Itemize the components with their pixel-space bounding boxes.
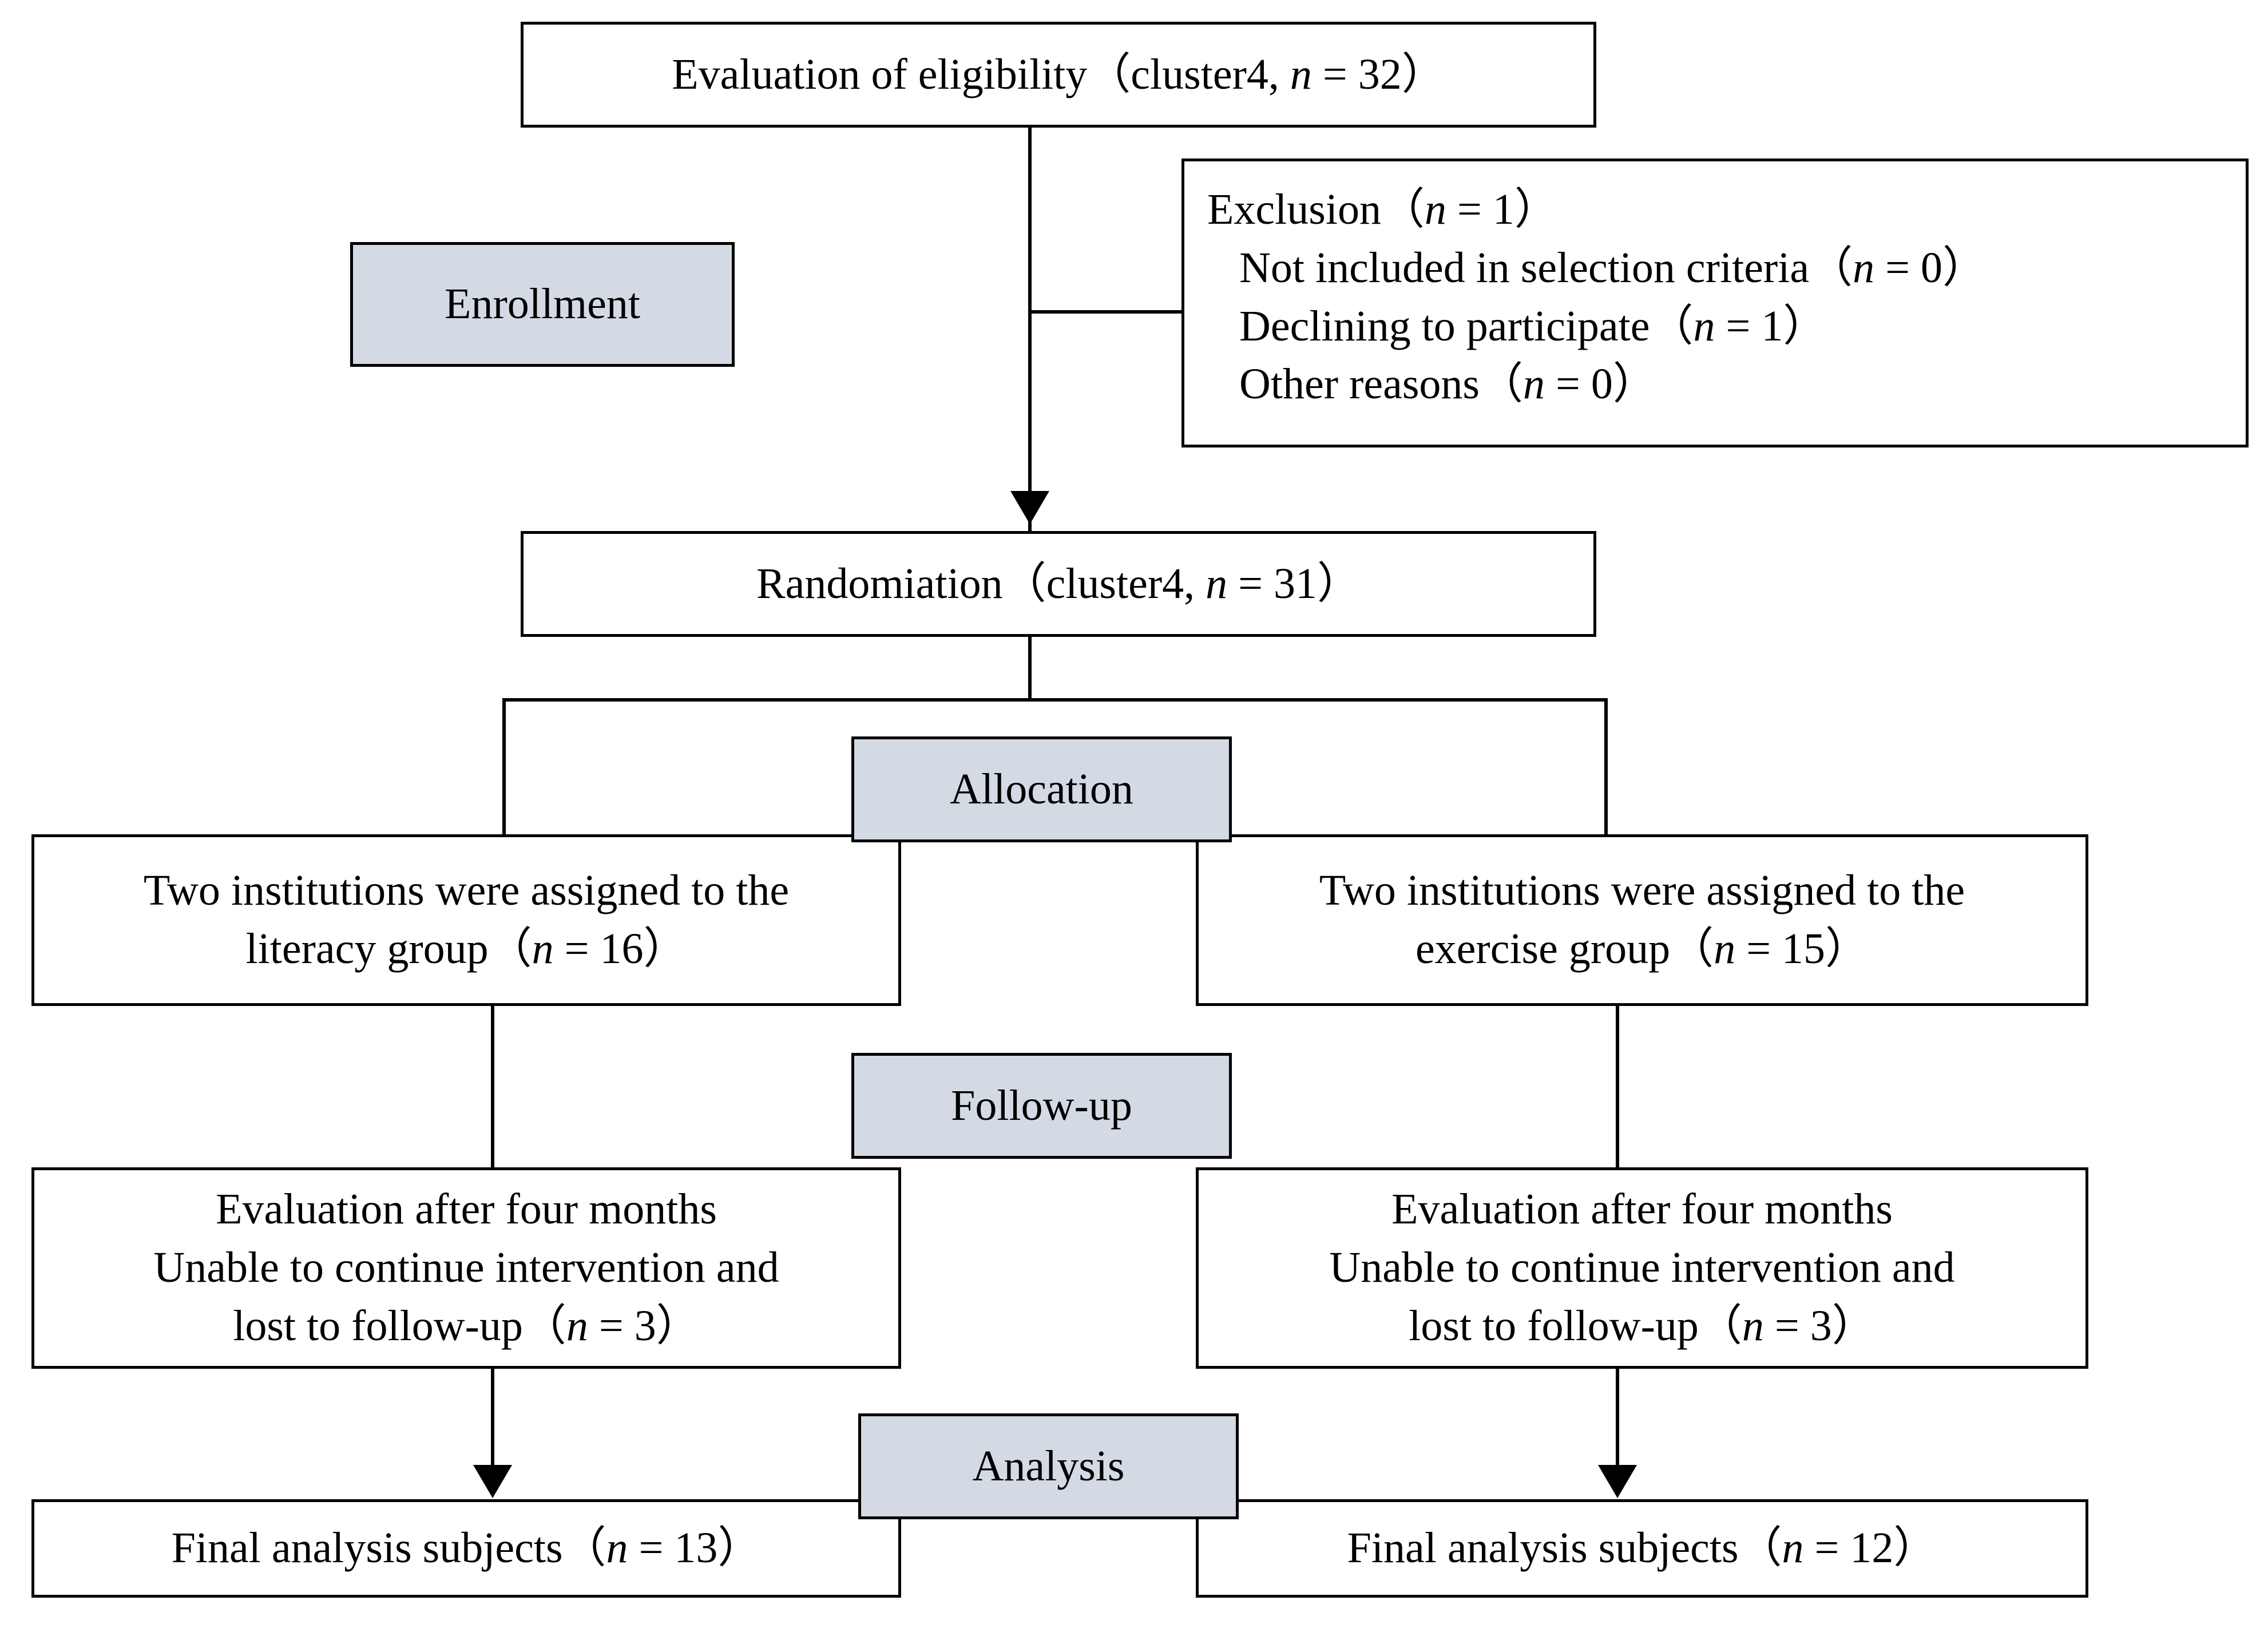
node-eligibility[interactable]: Evaluation of eligibility（cluster4, n = … <box>521 22 1596 128</box>
node-followup-literacy[interactable]: Evaluation after four months Unable to c… <box>31 1167 901 1369</box>
followup-left-line3: lost to follow-up（n = 3） <box>233 1301 700 1350</box>
node-allocation-literacy[interactable]: Two institutions were assigned to the li… <box>31 834 901 1006</box>
connector-allocation-split <box>502 698 1608 702</box>
arrowhead-to-analysis-right <box>1598 1465 1637 1498</box>
connector-followup-right-to-analysis <box>1616 1368 1619 1491</box>
stage-label-allocation: Allocation <box>851 736 1232 842</box>
node-followup-literacy-label: Evaluation after four months Unable to c… <box>34 1181 898 1355</box>
stage-label-followup: Follow-up <box>851 1053 1232 1159</box>
node-exclusion[interactable]: Exclusion（n = 1） Not included in selecti… <box>1181 159 2249 447</box>
connector-split-right-leg <box>1604 698 1608 835</box>
node-analysis-exercise[interactable]: Final analysis subjects（n = 12） <box>1196 1499 2088 1598</box>
connector-followup-left-to-analysis <box>491 1368 494 1491</box>
node-allocation-exercise[interactable]: Two institutions were assigned to the ex… <box>1196 834 2088 1006</box>
node-randomization[interactable]: Randomiation（cluster4, n = 31） <box>521 531 1596 637</box>
node-eligibility-label: Evaluation of eligibility（cluster4, n = … <box>672 50 1445 98</box>
node-exclusion-content: Exclusion（n = 1） Not included in selecti… <box>1184 161 2246 414</box>
stage-label-analysis: Analysis <box>858 1413 1239 1519</box>
connector-eligibility-to-exclusion <box>1028 310 1183 314</box>
node-analysis-literacy-label: Final analysis subjects（n = 13） <box>171 1524 762 1572</box>
stage-label-followup-text: Follow-up <box>951 1081 1132 1130</box>
stage-label-enrollment-text: Enrollment <box>445 280 640 328</box>
node-followup-exercise[interactable]: Evaluation after four months Unable to c… <box>1196 1167 2088 1369</box>
connector-split-left-leg <box>502 698 506 835</box>
exclusion-heading: Exclusion（n = 1） <box>1207 185 1558 233</box>
stage-label-analysis-text: Analysis <box>972 1441 1125 1490</box>
connector-allocation-left-to-followup <box>491 1005 494 1174</box>
followup-left-line2: Unable to continue intervention and <box>153 1243 779 1292</box>
followup-right-line3: lost to follow-up（n = 3） <box>1409 1301 1876 1350</box>
connector-eligibility-down <box>1028 125 1032 603</box>
stage-label-enrollment: Enrollment <box>350 242 735 367</box>
exclusion-reason-1: Declining to participate（n = 1） <box>1239 302 1827 350</box>
connector-allocation-right-to-followup <box>1616 1005 1619 1174</box>
arrowhead-to-randomization <box>1010 491 1049 524</box>
allocation-right-line2: exercise group（n = 15） <box>1415 925 1869 973</box>
node-randomization-label: Randomiation（cluster4, n = 31） <box>756 559 1361 608</box>
followup-right-line2: Unable to continue intervention and <box>1329 1243 1955 1292</box>
exclusion-reason-0: Not included in selection criteria（n = 0… <box>1239 243 1986 292</box>
allocation-left-line1: Two institutions were assigned to the <box>143 866 790 915</box>
node-analysis-literacy[interactable]: Final analysis subjects（n = 13） <box>31 1499 901 1598</box>
node-allocation-exercise-label: Two institutions were assigned to the ex… <box>1199 862 2085 979</box>
node-followup-exercise-label: Evaluation after four months Unable to c… <box>1199 1181 2085 1355</box>
exclusion-reason-2: Other reasons（n = 0） <box>1239 360 1656 409</box>
allocation-left-line2: literacy group（n = 16） <box>245 925 687 973</box>
followup-left-line1: Evaluation after four months <box>216 1185 717 1234</box>
allocation-right-line1: Two institutions were assigned to the <box>1319 866 1965 915</box>
arrowhead-to-analysis-left <box>473 1465 512 1498</box>
node-analysis-exercise-label: Final analysis subjects（n = 12） <box>1347 1524 1937 1572</box>
connector-randomization-down <box>1028 637 1032 700</box>
followup-right-line1: Evaluation after four months <box>1391 1185 1893 1234</box>
node-allocation-literacy-label: Two institutions were assigned to the li… <box>34 862 898 979</box>
stage-label-allocation-text: Allocation <box>950 764 1133 813</box>
